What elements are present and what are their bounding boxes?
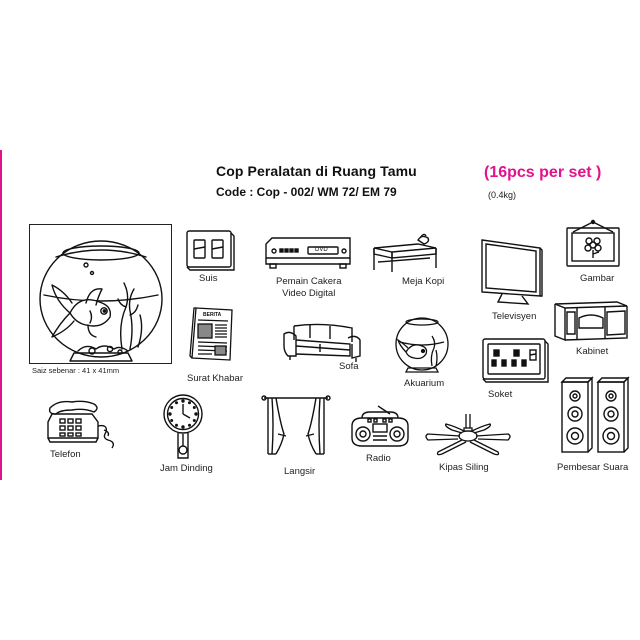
telefon-label: Telefon <box>50 449 81 460</box>
sofa-label: Sofa <box>339 361 359 372</box>
aquarium-icon <box>395 317 449 373</box>
telephone-icon <box>47 400 115 449</box>
suis-label: Suis <box>199 273 218 284</box>
televisyen-label: Televisyen <box>492 311 537 322</box>
gambar-label: Gambar <box>580 273 615 284</box>
akuarium-label: Akuarium <box>404 378 445 389</box>
cabinet-icon <box>554 301 628 342</box>
picture-frame-icon <box>566 219 620 267</box>
dvd-player-icon <box>265 237 351 269</box>
wall-clock-icon <box>163 394 203 459</box>
radio-icon <box>351 405 409 447</box>
newspaper-masthead: BERITA <box>203 312 222 318</box>
pembesar-suara-label: Pembesar Suara <box>557 462 629 473</box>
sofa-icon <box>283 323 361 362</box>
curtain-icon <box>261 395 331 455</box>
large-aquarium-icon <box>39 240 163 362</box>
page-title: Cop Peralatan di Ruang Tamu <box>216 163 417 179</box>
title-block: Cop Peralatan di Ruang Tamu Code : Cop -… <box>216 163 417 199</box>
meja-kopi-label: Meja Kopi <box>402 276 445 287</box>
product-code: Code : Cop - 002/ WM 72/ EM 79 <box>216 185 397 199</box>
weight-label: (0.4kg) <box>488 190 517 200</box>
langsir-label: Langsir <box>284 466 316 477</box>
switch-icon <box>186 230 235 271</box>
dvd-label: Pemain Cakera Video Digital <box>276 276 341 300</box>
dvd-badge: DVD <box>315 247 328 253</box>
kabinet-label: Kabinet <box>576 346 609 357</box>
accent-bar <box>0 150 2 480</box>
kipas-siling-label: Kipas Siling <box>439 462 489 473</box>
television-icon <box>481 239 543 305</box>
pieces-per-set: (16pcs per set ) <box>484 164 602 181</box>
sample-stamp-frame <box>29 224 172 364</box>
dvd-label-line1: Pemain Cakera <box>276 276 342 287</box>
newspaper-icon <box>189 307 233 361</box>
surat-khabar-label: Surat Khabar <box>187 373 243 384</box>
coffee-table-icon <box>373 233 437 272</box>
dvd-label-line2: Video Digital <box>282 287 336 299</box>
jam-dinding-label: Jam Dinding <box>160 463 213 474</box>
soket-label: Soket <box>488 389 513 400</box>
socket-icon <box>482 338 549 383</box>
size-label: Saiz sebenar : 41 x 41mm <box>32 366 120 375</box>
radio-label: Radio <box>366 453 391 464</box>
speaker-icon <box>560 376 630 453</box>
ceiling-fan-icon <box>425 414 511 456</box>
